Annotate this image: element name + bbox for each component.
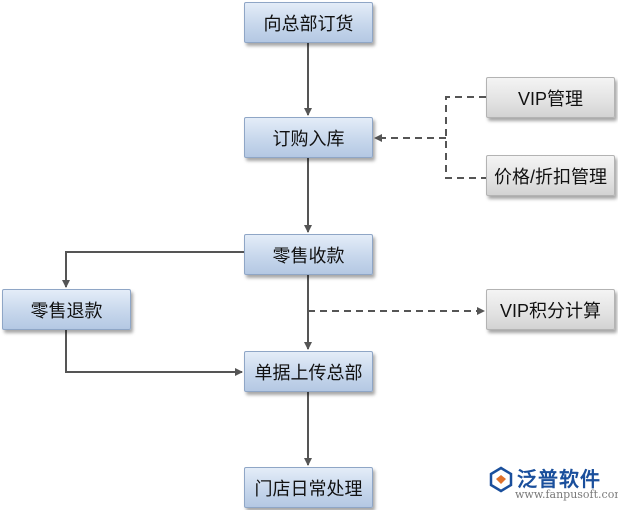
node-stock-in: 订购入库 xyxy=(244,117,373,158)
node-price-discount: 价格/折扣管理 xyxy=(486,155,615,196)
node-hq-order: 向总部订货 xyxy=(244,2,373,43)
edge-refund-to-upload xyxy=(65,330,243,376)
logo-url: www.fanpusoft.com xyxy=(515,488,618,501)
node-upload-to-hq: 单据上传总部 xyxy=(244,351,373,392)
edge-vip-mgmt-dashed xyxy=(445,96,486,179)
node-vip-management: VIP管理 xyxy=(486,77,615,118)
brand-logo: 泛普软件 www.fanpusoft.com xyxy=(487,463,618,507)
edge-payment-to-refund xyxy=(62,251,244,288)
fanpu-logo-icon xyxy=(489,466,513,493)
node-retail-return: 零售退款 xyxy=(2,289,131,330)
logo-name: 泛普软件 xyxy=(517,467,601,491)
node-daily-ops: 门店日常处理 xyxy=(244,467,373,508)
node-vip-points: VIP积分计算 xyxy=(486,289,615,330)
node-retail-payment: 零售收款 xyxy=(244,234,373,275)
